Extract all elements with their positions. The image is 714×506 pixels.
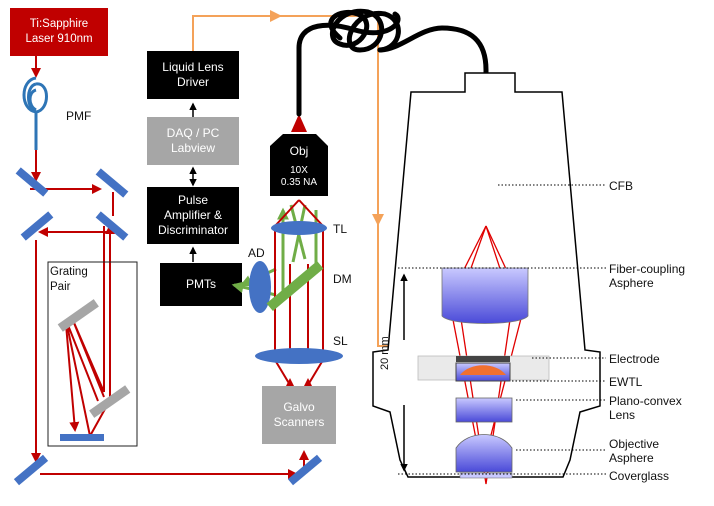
daq-label: DAQ / PC Labview	[166, 126, 220, 155]
ad-lens	[249, 261, 271, 313]
leader-lines	[398, 184, 606, 475]
objective-fiber-tip	[291, 114, 307, 132]
sl-label: SL	[333, 334, 348, 348]
obj-label: Obj	[289, 143, 309, 158]
mirror-5	[13, 454, 49, 486]
grating-pair-label: Grating Pair	[50, 266, 88, 293]
grating-1	[57, 299, 99, 332]
pmts-label: PMTs	[186, 277, 216, 291]
tube-lens-tl	[271, 221, 327, 235]
pulse-amplifier-box	[147, 187, 239, 244]
cfb-label: CFB	[609, 179, 633, 193]
grating-pair-box	[47, 261, 138, 447]
pmf-label: PMF	[66, 109, 92, 123]
beam-path-middle	[274, 199, 324, 388]
pmts-box	[160, 263, 242, 306]
liquid-lens-driver-label: Liquid Lens Driver	[162, 60, 224, 89]
mirror-2	[95, 168, 129, 198]
pmf-fiber-coil	[22, 76, 48, 150]
obj-spec-label: 10X 0.35 NA	[280, 165, 318, 188]
grating-2	[89, 385, 131, 418]
coverglass	[459, 472, 513, 479]
grating-mirror	[60, 434, 104, 441]
electrode	[456, 356, 510, 362]
scan-lens-sl	[255, 348, 343, 364]
mirror-4	[95, 211, 129, 241]
tl-label: TL	[333, 222, 348, 236]
objective-asphere	[455, 434, 513, 473]
mirror-6	[287, 454, 323, 486]
plano-convex-label: Plano-convex Lens	[609, 394, 682, 422]
fiber-coupling-label: Fiber-coupling Asphere	[609, 262, 686, 290]
objective-body	[270, 134, 328, 196]
pulse-amplifier-label: Pulse Amplifier & Discriminator	[157, 193, 228, 237]
beam-path-left	[30, 150, 309, 479]
dichroic-mirror-dm	[266, 260, 324, 312]
galvo-label: Galvo Scanners	[273, 400, 325, 429]
periscope-mirrors	[13, 167, 323, 486]
galvo-scanners-box	[262, 386, 336, 444]
liquid-lens-driver-box	[147, 51, 239, 99]
ad-label: AD	[248, 246, 265, 260]
mirror-1	[15, 167, 49, 197]
cfb-fiber	[296, 8, 489, 229]
mirror-3	[20, 211, 54, 241]
coverglass-label: Coverglass	[609, 469, 670, 483]
electrode-label: Electrode	[609, 352, 660, 366]
ewtl-label: EWTL	[609, 375, 643, 389]
laser-label: Ti:Sapphire Laser 910nm	[25, 18, 93, 45]
plano-convex-lens	[455, 397, 513, 423]
ewtl-oil	[460, 365, 506, 375]
fiber-coupling-asphere	[441, 267, 529, 324]
laser-box	[10, 8, 108, 56]
dimension-label: 20 mm	[379, 336, 391, 370]
daq-box	[147, 117, 239, 165]
dm-label: DM	[333, 272, 352, 286]
objective-asphere-label: Objective Asphere	[609, 437, 660, 465]
